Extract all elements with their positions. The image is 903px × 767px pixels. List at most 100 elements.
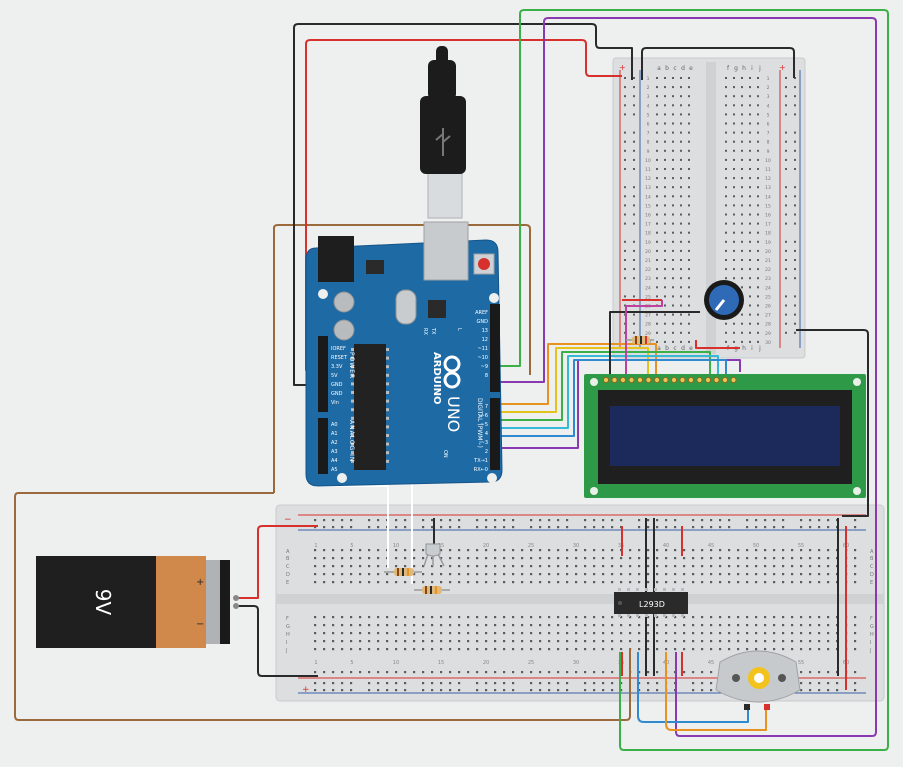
pin-label: 2: [485, 449, 488, 455]
pin-label: A2: [331, 440, 338, 446]
battery-plus: +: [196, 577, 204, 588]
column-number: 40: [663, 543, 669, 549]
column-number: 55: [798, 543, 804, 549]
pin-label: 5V: [331, 373, 338, 379]
atmega-chip: [354, 344, 386, 470]
pin-label: 13: [482, 328, 488, 334]
column-letter: d: [681, 65, 685, 72]
row-number: 1: [767, 76, 770, 82]
row-number: 6: [647, 122, 650, 128]
pin-label: ~9: [481, 364, 488, 370]
row-letter: C: [286, 564, 290, 570]
row-number: 12: [645, 176, 651, 182]
row-number: 2: [767, 85, 770, 91]
l-label: L: [456, 328, 462, 331]
pin-label: ~10: [477, 355, 488, 361]
row-number: 23: [645, 276, 651, 282]
row-number: 20: [645, 249, 651, 255]
row-number: 9: [647, 149, 650, 155]
row-letter: B: [286, 556, 290, 562]
row-number: 1: [647, 76, 650, 82]
arduino-brand: ARDUINO: [431, 352, 442, 404]
arduino-uno[interactable]: IOREF RESET 3.3V 5V GND GND Vin A0 A1 A2…: [305, 46, 503, 487]
digital-header-bottom: [490, 398, 500, 470]
digital-header-top: [490, 304, 500, 392]
large-breadboard-plus-label: +: [302, 685, 310, 695]
potentiometer[interactable]: [704, 280, 744, 320]
row-number: 4: [767, 103, 770, 109]
lcd-pins: [602, 376, 737, 384]
wire-orange-d7: [498, 343, 657, 405]
row-number: 21: [765, 258, 771, 264]
wire-black-lcd-right: [796, 329, 869, 517]
analog-header: [318, 418, 328, 474]
on-label: ON: [442, 450, 448, 458]
column-number: 55: [798, 660, 804, 666]
row-number: 10: [765, 158, 771, 164]
column-number: 20: [483, 543, 489, 549]
pin-label: 3.3V: [331, 364, 343, 370]
row-letters-top: A B C D E A B C D E: [286, 549, 874, 586]
row-number: 25: [645, 294, 651, 300]
tx-label: TX: [430, 327, 436, 335]
chip-label: L293D: [639, 600, 665, 609]
column-number: 45: [708, 543, 714, 549]
wires: [14, 9, 889, 751]
wire-brown-power: [273, 224, 531, 493]
row-number: 16: [645, 213, 651, 219]
wire-green-pin11: [498, 9, 889, 751]
pin-label: A0: [331, 422, 338, 428]
column-letter: b: [665, 65, 669, 72]
power-section-label: POWER: [348, 352, 355, 379]
pin-label: 8: [485, 373, 488, 379]
row-letter: E: [870, 580, 873, 586]
pin-label: A1: [331, 431, 338, 437]
battery-9v: 9V + −: [36, 556, 239, 648]
row-number: 11: [765, 167, 771, 173]
row-number: 17: [765, 222, 771, 228]
column-letter: j: [758, 345, 761, 352]
pin-label: A3: [331, 449, 338, 455]
wire-black-pot: [609, 311, 700, 374]
battery-label: 9V: [91, 589, 115, 616]
column-number: 10: [393, 660, 399, 666]
row-number: 3: [647, 94, 650, 100]
digital-section-label: DIGITAL (PWM~): [476, 398, 483, 448]
wire-orange-motor: [665, 652, 767, 731]
analog-section-label: ANALOG IN: [348, 420, 355, 462]
row-number: 30: [765, 340, 771, 346]
column-letter: i: [751, 65, 753, 72]
column-letter: c: [673, 65, 676, 72]
column-number: 30: [573, 543, 579, 549]
pin-label: ~3: [481, 440, 488, 446]
row-number: 3: [767, 94, 770, 100]
pin-label: Vin: [331, 400, 339, 406]
arduino-model: UNO: [444, 396, 463, 432]
wire-purple-pin9: [498, 17, 877, 737]
row-number: 18: [765, 231, 771, 237]
row-number: 26: [765, 304, 771, 310]
row-number: 20: [765, 249, 771, 255]
column-letter: j: [758, 65, 761, 72]
row-number: 11: [645, 167, 651, 173]
pin-label: ~11: [477, 346, 488, 352]
column-letter: a: [657, 65, 661, 72]
pin-label: IOREF: [331, 346, 346, 352]
wire-black-rail-bridge: [641, 47, 795, 80]
dc-motor: [715, 650, 801, 710]
pin-label: ~6: [481, 413, 488, 419]
row-number: 8: [767, 140, 770, 146]
row-number: 4: [647, 103, 650, 109]
row-number: 28: [645, 322, 651, 328]
rx-label: RX: [422, 328, 428, 335]
row-letter: F: [870, 616, 873, 622]
column-number: 15: [438, 543, 444, 549]
breadboard-jumpers: [433, 518, 847, 690]
wire-cyan-d4: [498, 355, 719, 429]
column-letter: f: [727, 65, 730, 72]
column-letter: c: [673, 345, 676, 352]
row-letter: J: [285, 648, 287, 654]
row-letter: G: [286, 624, 290, 630]
